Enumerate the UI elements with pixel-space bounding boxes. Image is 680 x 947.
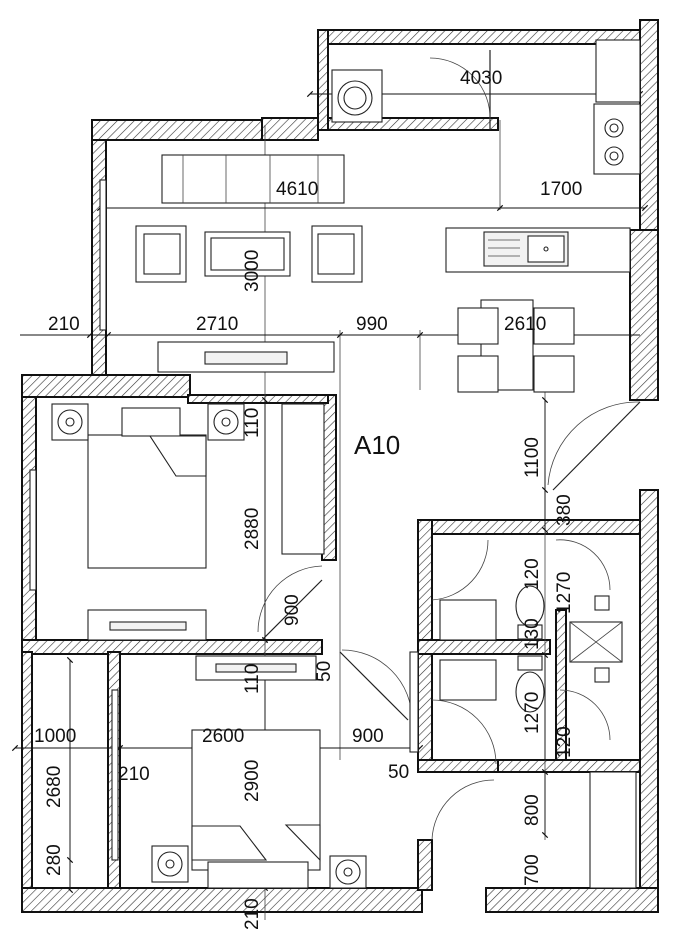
dim-2900: 2900 — [242, 760, 263, 802]
walls — [21, 19, 659, 913]
dim-990: 990 — [356, 314, 388, 335]
nightstands-1 — [51, 403, 245, 441]
coffee-table — [204, 231, 291, 277]
labels: A10 4030 4610 1700 3000 210 2710 990 261… — [34, 68, 582, 930]
bedroom-2-door — [339, 649, 419, 753]
dim-120-b: 120 — [554, 726, 575, 758]
dim-3000: 3000 — [242, 250, 263, 292]
washing-machine — [331, 69, 383, 123]
bed-1 — [87, 407, 207, 569]
dim-280: 280 — [44, 844, 65, 876]
dim-800: 800 — [522, 794, 543, 826]
dim-2710: 2710 — [196, 314, 238, 335]
kitchen-counter — [445, 39, 641, 273]
sofa — [161, 154, 345, 204]
dim-2610: 2610 — [504, 314, 546, 335]
living-window — [99, 179, 107, 331]
dim-900-h: 900 — [352, 726, 384, 747]
bedroom-1-window — [29, 469, 37, 591]
dim-4610: 4610 — [276, 179, 318, 200]
dim-1270-a: 1270 — [554, 572, 575, 614]
bottom-right-room — [431, 771, 637, 889]
dim-1000: 1000 — [34, 726, 76, 747]
dim-110-top: 110 — [242, 408, 263, 438]
bedroom-2-window — [111, 689, 119, 861]
dim-210-mid: 210 — [118, 764, 150, 785]
dim-2680: 2680 — [44, 766, 65, 808]
dim-50-b: 50 — [388, 762, 409, 783]
wardrobe-1 — [281, 403, 325, 555]
nightstands-2 — [151, 845, 367, 889]
dim-1700: 1700 — [540, 179, 582, 200]
shaft — [569, 621, 623, 663]
armchairs — [135, 225, 363, 283]
dim-50-a: 50 — [314, 661, 335, 682]
dim-380: 380 — [554, 494, 575, 526]
dim-120-a: 120 — [522, 558, 543, 590]
unit-label: A10 — [354, 430, 400, 460]
utility-door — [429, 50, 491, 130]
tv-bedroom-2 — [195, 655, 317, 681]
dim-210-bottom: 210 — [242, 898, 263, 930]
dim-110-mid: 110 — [242, 664, 263, 694]
dim-1270-b: 1270 — [522, 692, 543, 734]
dim-2880: 2880 — [242, 508, 263, 550]
dim-700: 700 — [522, 854, 543, 886]
dining-set — [457, 299, 575, 393]
dim-4030: 4030 — [460, 68, 502, 89]
dim-130: 130 — [522, 618, 543, 650]
dim-1100: 1100 — [522, 437, 543, 478]
dim-900-v: 900 — [282, 594, 303, 626]
bedroom-1-door — [257, 565, 323, 641]
dim-2600: 2600 — [202, 726, 244, 747]
dim-210-left: 210 — [48, 314, 80, 335]
bed-2 — [191, 729, 321, 889]
bathroom-1 — [431, 539, 611, 641]
bathroom-2 — [431, 595, 611, 765]
tv-console — [157, 341, 335, 373]
tv-bedroom-1 — [87, 609, 207, 641]
entry-door — [547, 401, 641, 491]
